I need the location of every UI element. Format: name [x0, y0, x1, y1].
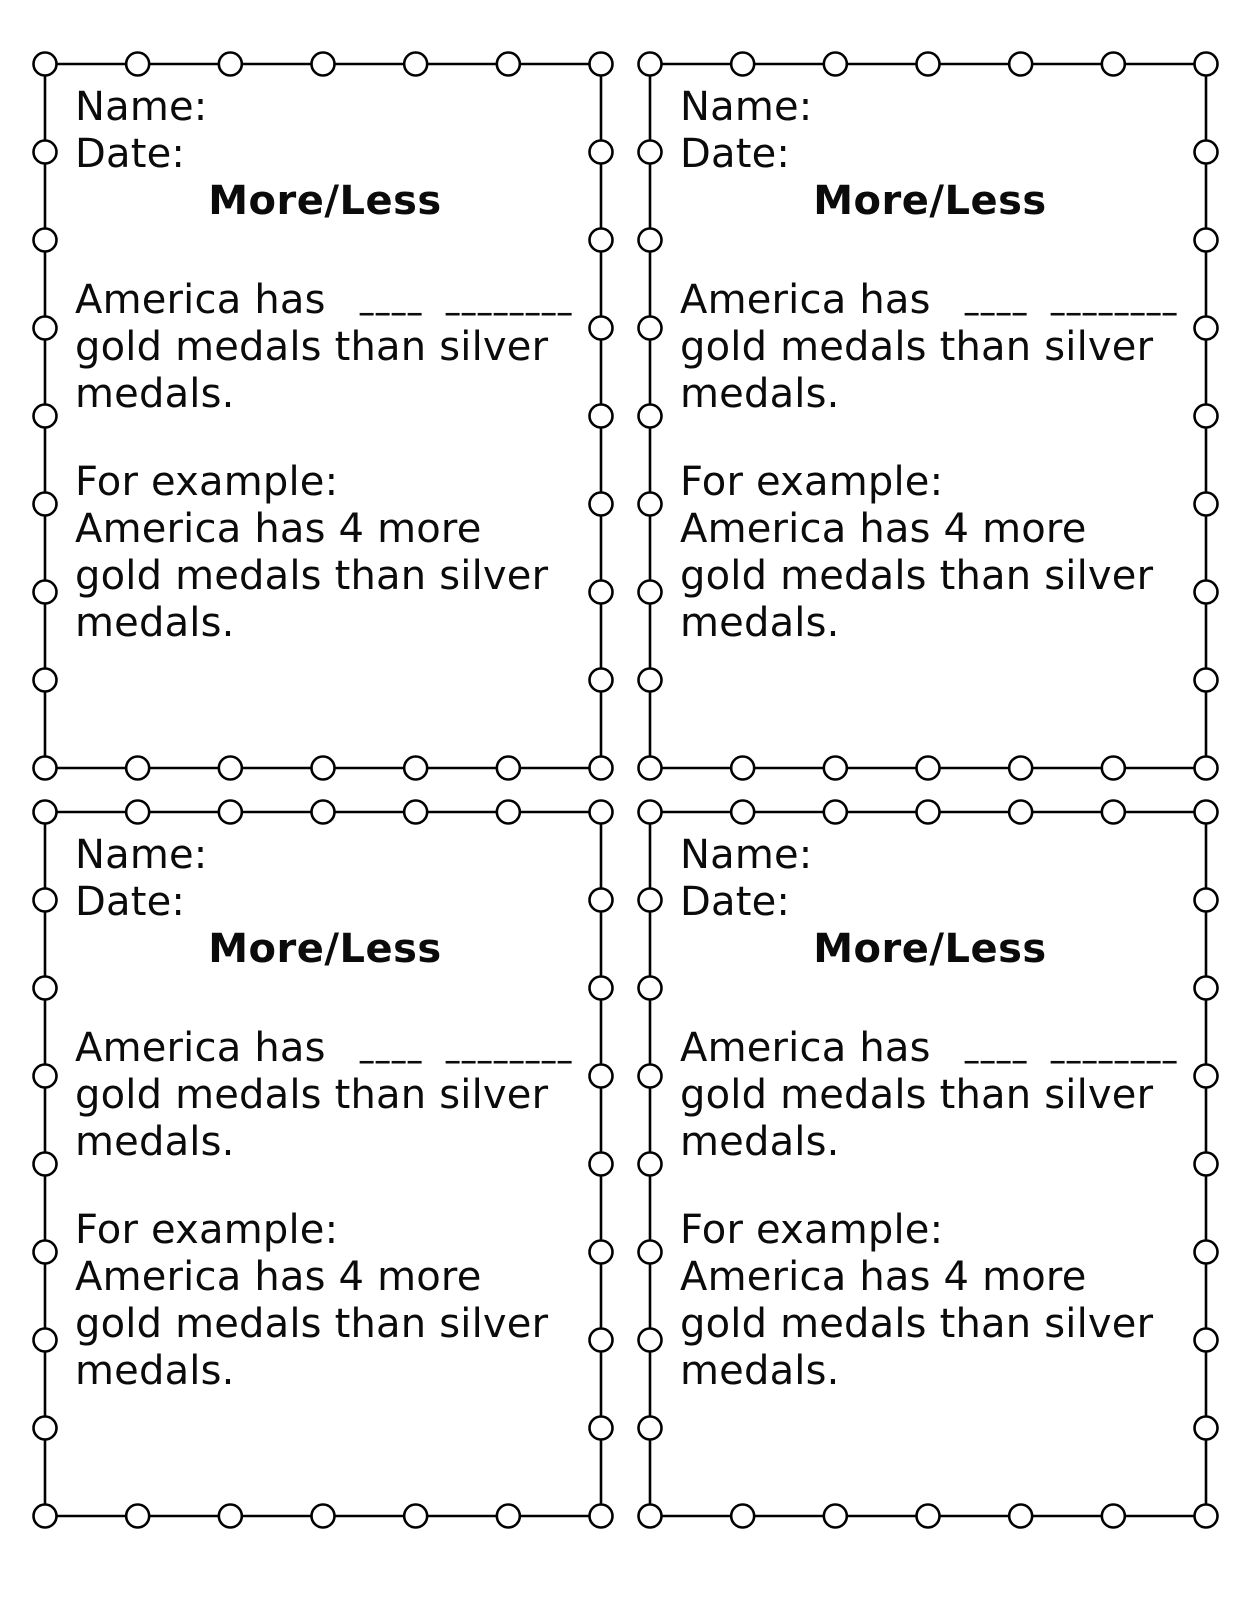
date-label: Date: [680, 131, 791, 177]
card-content: Name: Date: More/Less America has_______… [650, 812, 1206, 1516]
fill-in-blank-short: ____ [359, 283, 424, 316]
fill-in-blank-short: ____ [964, 1031, 1029, 1064]
worksheet-card-top-left: Name: Date: More/Less America has_______… [32, 51, 614, 781]
worksheet-card-bottom-left: Name: Date: More/Less America has_______… [32, 799, 614, 1529]
prompt-line-2: gold medals than silver [680, 324, 1154, 370]
date-label: Date: [75, 131, 186, 177]
worksheet-card-top-right: Name: Date: More/Less America has_______… [637, 51, 1219, 781]
fill-in-blank-long: ________ [445, 1031, 574, 1064]
name-label: Name: [75, 84, 208, 130]
card-content: Name: Date: More/Less America has_______… [650, 64, 1206, 768]
fill-in-blank-long: ________ [1050, 283, 1179, 316]
date-label: Date: [75, 879, 186, 925]
prompt-line-3: medals. [75, 371, 235, 417]
example-line-3: medals. [75, 1348, 235, 1394]
example-line-2: gold medals than silver [75, 553, 549, 599]
card-title: More/Less [813, 178, 1047, 224]
prompt-prefix: America has [75, 1025, 326, 1071]
example-line-3: medals. [680, 600, 840, 646]
example-line-1: America has 4 more [680, 1254, 1087, 1300]
prompt-line-2: gold medals than silver [75, 324, 549, 370]
fill-in-blank-long: ________ [445, 283, 574, 316]
card-title: More/Less [813, 926, 1047, 972]
prompt-line-1: America has____________ [680, 276, 1180, 324]
example-line-1: America has 4 more [75, 1254, 482, 1300]
example-label: For example: [680, 1207, 944, 1253]
example-label: For example: [75, 1207, 339, 1253]
example-paragraph: For example: America has 4 more gold med… [75, 1207, 575, 1395]
example-paragraph: For example: America has 4 more gold med… [75, 459, 575, 647]
prompt-line-1: America has____________ [75, 1024, 575, 1072]
name-label: Name: [75, 832, 208, 878]
fill-in-blank-long: ________ [1050, 1031, 1179, 1064]
prompt-paragraph: America has____________ gold medals than… [75, 276, 575, 418]
example-line-2: gold medals than silver [680, 553, 1154, 599]
card-title: More/Less [208, 926, 442, 972]
card-content: Name: Date: More/Less America has_______… [45, 64, 601, 768]
prompt-line-1: America has____________ [75, 276, 575, 324]
worksheet-card-bottom-right: Name: Date: More/Less America has_______… [637, 799, 1219, 1529]
prompt-line-3: medals. [680, 371, 840, 417]
prompt-paragraph: America has____________ gold medals than… [680, 1024, 1180, 1166]
date-label: Date: [680, 879, 791, 925]
prompt-line-1: America has____________ [680, 1024, 1180, 1072]
example-paragraph: For example: America has 4 more gold med… [680, 1207, 1180, 1395]
example-line-2: gold medals than silver [75, 1301, 549, 1347]
prompt-paragraph: America has____________ gold medals than… [75, 1024, 575, 1166]
prompt-prefix: America has [75, 277, 326, 323]
name-label: Name: [680, 84, 813, 130]
prompt-line-3: medals. [75, 1119, 235, 1165]
example-label: For example: [75, 459, 339, 505]
prompt-paragraph: America has____________ gold medals than… [680, 276, 1180, 418]
example-paragraph: For example: America has 4 more gold med… [680, 459, 1180, 647]
prompt-line-2: gold medals than silver [680, 1072, 1154, 1118]
fill-in-blank-short: ____ [359, 1031, 424, 1064]
prompt-prefix: America has [680, 1025, 931, 1071]
prompt-line-3: medals. [680, 1119, 840, 1165]
example-line-2: gold medals than silver [680, 1301, 1154, 1347]
example-line-1: America has 4 more [680, 506, 1087, 552]
example-line-3: medals. [75, 600, 235, 646]
card-title: More/Less [208, 178, 442, 224]
prompt-prefix: America has [680, 277, 931, 323]
name-label: Name: [680, 832, 813, 878]
example-line-1: America has 4 more [75, 506, 482, 552]
example-label: For example: [680, 459, 944, 505]
prompt-line-2: gold medals than silver [75, 1072, 549, 1118]
card-content: Name: Date: More/Less America has_______… [45, 812, 601, 1516]
example-line-3: medals. [680, 1348, 840, 1394]
fill-in-blank-short: ____ [964, 283, 1029, 316]
